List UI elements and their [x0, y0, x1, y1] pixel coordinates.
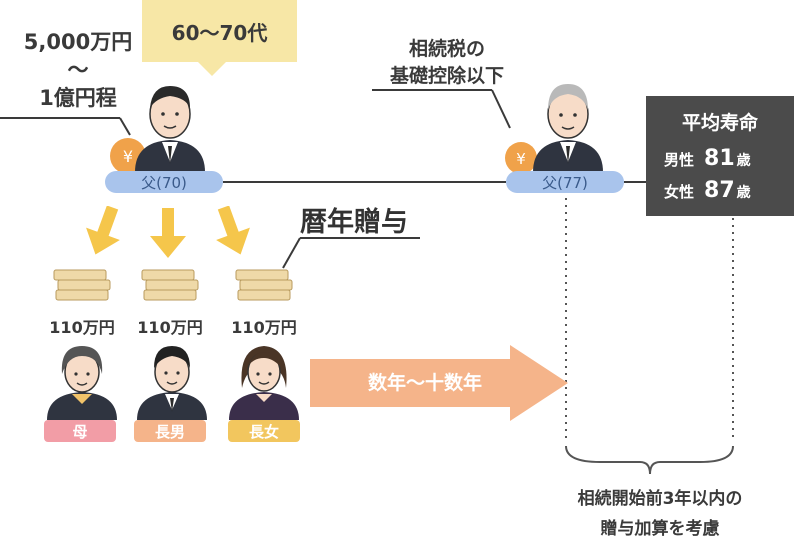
- female-label: 女性: [664, 183, 695, 201]
- male-unit: 歳: [736, 153, 751, 169]
- eldest-son-avatar-icon: [137, 346, 207, 420]
- coin-bag-2-icon: ¥: [505, 142, 537, 174]
- father-77-label: 父(77): [542, 173, 588, 192]
- female-value: 87: [704, 178, 735, 203]
- coin-2-yen-symbol: ¥: [516, 150, 526, 168]
- father-70-label: 父(70): [141, 173, 187, 192]
- male-value: 81: [704, 146, 735, 171]
- father-70-avatar-icon: [135, 86, 205, 172]
- asset-amount-line1: 5,000万円: [23, 30, 133, 54]
- recipient-label-eldest-son: 長男: [134, 420, 206, 442]
- asset-amount-line2: 〜: [67, 58, 89, 82]
- gift-arrow-2-icon: [150, 208, 186, 258]
- period-arrow-icon: [310, 345, 568, 421]
- gift-arrow-3-icon: [216, 206, 250, 255]
- male-label: 男性: [664, 151, 695, 169]
- gift-amount-2: 110万円: [137, 318, 203, 337]
- money-stack-2-icon: [141, 269, 199, 301]
- recipient-label-mother: 母: [44, 420, 116, 442]
- age-range-text: 60〜70代: [171, 20, 268, 45]
- mother-avatar-icon: [47, 346, 117, 420]
- gift-amount-1: 110万円: [49, 318, 115, 337]
- asset-amount: 5,000万円 〜 1億円程: [8, 28, 148, 112]
- coin-yen-symbol: ¥: [123, 147, 133, 166]
- father-77-pill: 父(77): [506, 171, 624, 193]
- money-stack-1-icon: [53, 269, 111, 301]
- age-range-box: 60〜70代: [142, 0, 297, 62]
- note-line1: 相続開始前3年以内の: [577, 489, 743, 509]
- father-70-pill: 父(70): [105, 171, 223, 193]
- life-expectancy-title: 平均寿命: [681, 112, 758, 134]
- tax-label-line1: 相続税の: [408, 38, 485, 60]
- tax-label-line2: 基礎控除以下: [389, 65, 504, 87]
- age-range-caret: [198, 62, 226, 76]
- tax-exemption-label: 相続税の 基礎控除以下: [372, 36, 522, 90]
- annual-gift-label: 暦年贈与: [300, 207, 408, 238]
- female-unit: 歳: [736, 185, 751, 201]
- note-line2: 贈与加算を考慮: [600, 519, 720, 539]
- eldest-daughter-avatar-icon: [229, 346, 299, 420]
- money-stack-3-icon: [235, 269, 293, 301]
- father-77-avatar-icon: [533, 84, 603, 172]
- asset-amount-line3: 1億円程: [39, 86, 117, 110]
- gift-amount-3: 110万円: [231, 318, 297, 337]
- recipient-label-eldest-daughter: 長女: [228, 420, 300, 442]
- three-year-rule-note: 相続開始前3年以内の 贈与加算を考慮: [520, 484, 800, 544]
- gift-arrow-1-icon: [86, 206, 120, 255]
- period-label: 数年〜十数年: [367, 372, 482, 394]
